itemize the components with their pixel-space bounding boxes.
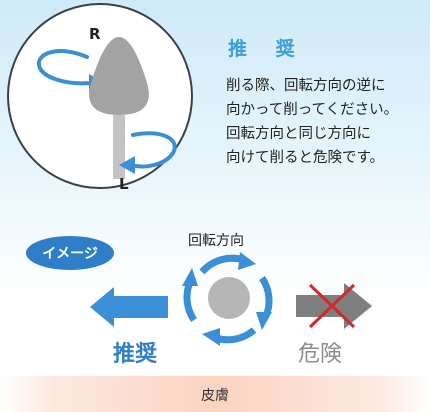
dial-letter-r: R: [89, 25, 101, 43]
danger-arrow: [296, 283, 372, 329]
dial-letter-l: L: [119, 175, 129, 193]
recommendation-line: 回転方向と同じ方向に: [226, 126, 371, 142]
rotation-arrowhead-bottom: [202, 328, 220, 346]
upper-rotation-arrow: [36, 49, 93, 86]
recommended-arrow: [90, 287, 168, 327]
skin-band: [0, 376, 430, 412]
lower-rotation-arrow: [129, 131, 177, 169]
lower-rotation-arrowhead: [119, 156, 135, 174]
rotation-arrowhead-right: [256, 312, 272, 330]
recommended-label: 推奨: [113, 342, 158, 367]
recommendation-line: 向かって削ってください。: [226, 102, 399, 118]
recommendation-body: 削る際、回転方向の逆に 向かって削ってください。 回転方向と同じ方向に 向けて削…: [226, 74, 430, 170]
rotation-arc-bottom: [214, 327, 257, 344]
rotating-disc: [208, 277, 250, 319]
recommendation-title: 推 奨: [228, 38, 306, 60]
cross-line-2: [308, 283, 356, 329]
bit-illustration: R L: [7, 3, 193, 193]
danger-label: 危険: [298, 342, 343, 367]
skin-label: 皮膚: [201, 388, 229, 404]
bit-shank: [113, 115, 125, 179]
rotation-arrowhead-left: [182, 268, 198, 286]
rotation-arc-top: [199, 254, 246, 275]
rotation-arc-right: [259, 276, 273, 318]
rotation-arrowhead-top: [238, 252, 256, 270]
image-badge: イメージ: [26, 236, 114, 270]
rotation-direction-label: 回転方向: [188, 233, 244, 249]
cone-bit: [89, 37, 149, 115]
recommendation-line: 削る際、回転方向の逆に: [226, 78, 386, 94]
recommendation-line: 向けて削ると危険です。: [226, 150, 385, 166]
rotation-diagram: [182, 252, 273, 346]
bit-rotation-diagram: [36, 37, 177, 179]
rotation-arc-left: [183, 280, 197, 322]
